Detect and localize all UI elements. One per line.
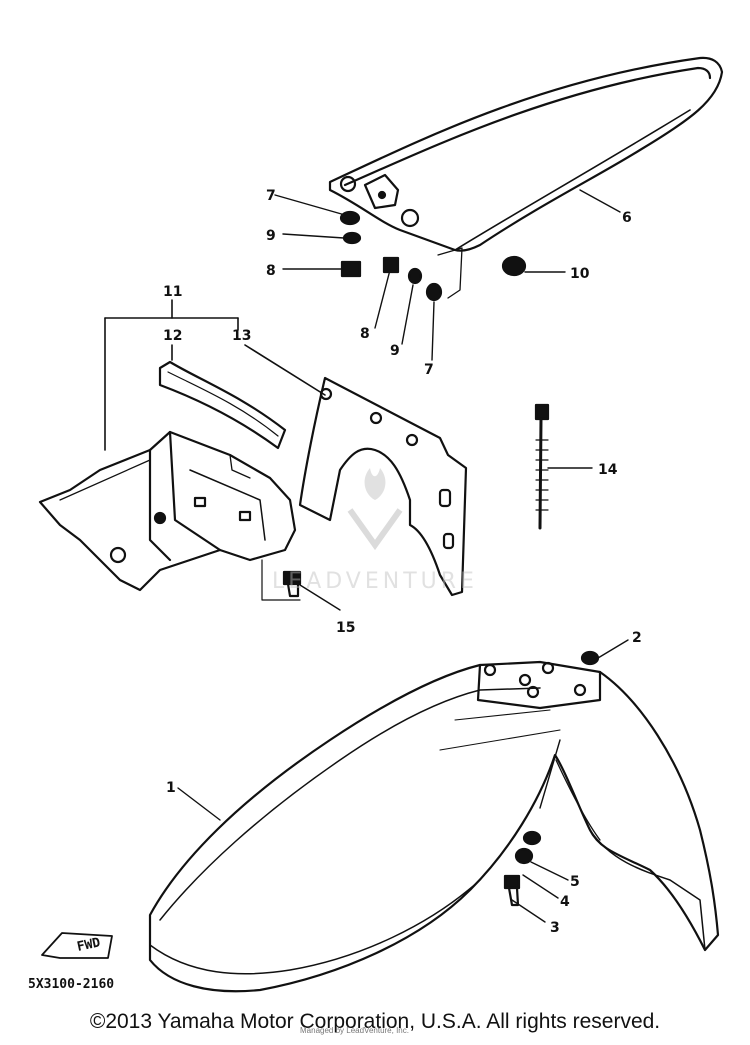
managed-by-note: Managed by LeadVenture, Inc. [300, 1026, 409, 1035]
screw [261, 559, 302, 601]
callout-7b: 7 [424, 362, 434, 378]
leader-lines [177, 189, 629, 923]
callout-15: 15 [336, 620, 355, 636]
front-fender [148, 660, 720, 993]
callout-7a: 7 [266, 188, 276, 204]
band-clip [534, 403, 550, 530]
fwd-label: FWD [76, 935, 102, 955]
rear-fender-hardware [339, 210, 527, 302]
callout-9b: 9 [390, 343, 400, 359]
callout-5: 5 [570, 874, 580, 890]
copyright-notice: ©2013 Yamaha Motor Corporation, U.S.A. A… [89, 1010, 661, 1033]
callout-8b: 8 [360, 326, 370, 342]
diagram-code: 5X3100-2160 [28, 977, 114, 992]
callout-13: 13 [232, 328, 251, 344]
strap [158, 360, 287, 450]
callout-10: 10 [570, 266, 590, 282]
callout-14: 14 [598, 462, 618, 478]
watermark-logo [347, 468, 403, 551]
bracket-assembly [38, 430, 297, 592]
mud-flap [298, 376, 468, 597]
callout-1: 1 [166, 780, 176, 796]
callout-12: 12 [163, 328, 182, 344]
watermark-text: LEADVENTURE [272, 569, 478, 594]
callout-6: 6 [622, 210, 632, 226]
callout-3: 3 [550, 920, 560, 936]
fwd-arrow-icon [41, 932, 113, 959]
rear-fender [328, 56, 724, 252]
callout-2: 2 [632, 630, 642, 646]
callout-11: 11 [163, 284, 182, 300]
callout-8a: 8 [266, 263, 276, 279]
front-fender-hardware [503, 650, 600, 907]
bracket-group-lines [104, 299, 326, 451]
callout-9a: 9 [266, 228, 276, 244]
callout-4: 4 [560, 894, 570, 910]
